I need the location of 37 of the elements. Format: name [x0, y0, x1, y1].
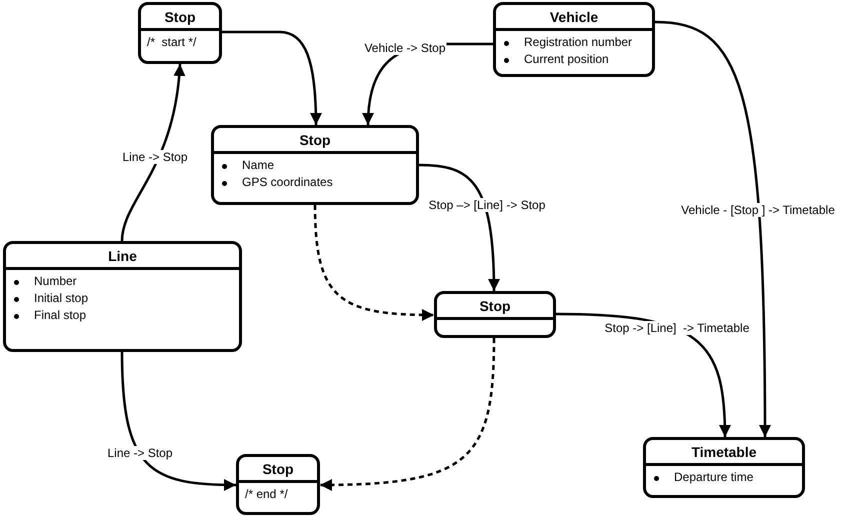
edge-label: Vehicle - [Stop ] -> Timetable	[680, 203, 836, 217]
edge-label: Line -> Stop	[106, 446, 174, 460]
box-title: Vehicle	[496, 5, 652, 31]
box-title: Stop	[239, 457, 317, 483]
class-box	[211, 125, 419, 205]
class-box	[3, 241, 242, 352]
arrow	[314, 204, 434, 321]
list-item: Departure time	[652, 469, 754, 486]
box-title: Stop	[214, 128, 416, 154]
class-box	[643, 437, 805, 498]
arrow	[418, 164, 500, 292]
comment-text: /* end */	[245, 486, 288, 503]
list-item: GPS coordinates	[220, 174, 333, 191]
box-title: Line	[6, 244, 239, 270]
edge-label: Vehicle -> Stop	[363, 41, 447, 55]
class-box	[434, 291, 556, 338]
edge-label: Stop -> [Line] -> Timetable	[604, 321, 750, 335]
class-box	[493, 2, 655, 77]
list-item: Registration number	[502, 34, 632, 51]
box-title: Timetable	[646, 440, 802, 466]
list-item: Initial stop	[12, 290, 88, 307]
arrow	[654, 20, 771, 437]
list-item: Current position	[502, 51, 609, 68]
edge-label: Line -> Stop	[121, 150, 189, 164]
arrow	[120, 352, 236, 491]
list-item: Final stop	[12, 307, 86, 324]
class-box	[138, 2, 222, 64]
list-item: Name	[220, 157, 274, 174]
arrow	[320, 338, 496, 491]
arrow	[222, 30, 322, 126]
box-title: Stop	[141, 5, 219, 31]
class-box	[236, 454, 320, 515]
list-item: Number	[12, 273, 77, 290]
comment-text: /* start */	[147, 34, 196, 51]
edge-label: Stop –> [Line] -> Stop	[428, 198, 546, 212]
arrow	[120, 64, 185, 242]
box-title: Stop	[437, 294, 553, 320]
